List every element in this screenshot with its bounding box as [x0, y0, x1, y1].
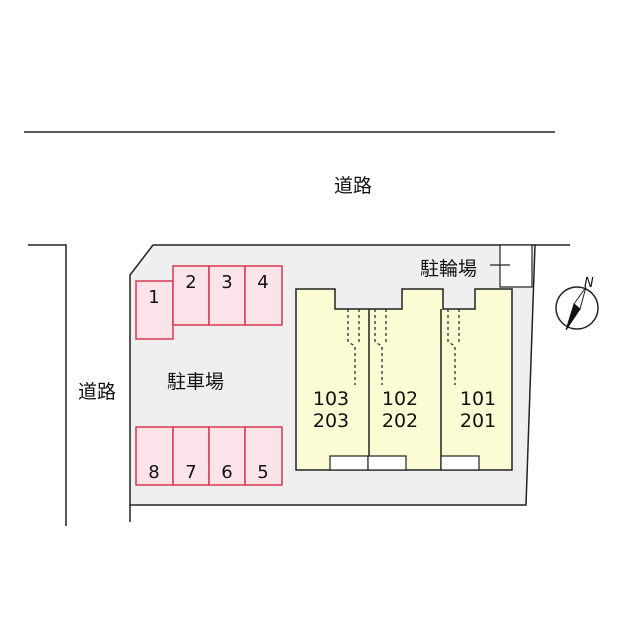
- parking-slot-3: [208, 265, 246, 326]
- north-compass-icon: N: [555, 276, 599, 331]
- parking-slot-2: [172, 265, 210, 326]
- north-label: N: [584, 276, 594, 291]
- road-left-edge: [28, 244, 67, 526]
- slot-number-6: 6: [221, 462, 232, 483]
- slot-number-8: 8: [148, 462, 159, 483]
- unit-101: 101: [460, 388, 496, 410]
- road-left-label: 道路: [78, 381, 116, 403]
- slot-number-2: 2: [185, 272, 196, 293]
- stair-markings: [347, 309, 460, 385]
- parking-slot-5: [244, 426, 283, 486]
- parking-label: 駐車場: [167, 371, 224, 393]
- bicycle-parking-label: 駐輪場: [420, 258, 477, 280]
- parking-slots-bottom: [135, 426, 283, 486]
- unit-201: 201: [460, 410, 496, 432]
- bicycle-parking-area: [499, 244, 533, 288]
- parking-slot-4: [244, 265, 283, 326]
- unit-102: 102: [382, 388, 418, 410]
- parking-slots-top: [135, 265, 283, 340]
- slot-number-7: 7: [185, 462, 196, 483]
- parking-slot-8: [135, 426, 174, 486]
- unit-202: 202: [382, 410, 418, 432]
- slot-number-4: 4: [257, 272, 268, 293]
- slot-number-1: 1: [148, 287, 159, 308]
- entrance-steps: [329, 455, 480, 471]
- slot-number-3: 3: [221, 272, 232, 293]
- unit-203: 203: [313, 410, 349, 432]
- parking-slot-6: [208, 426, 246, 486]
- slot-number-5: 5: [257, 462, 268, 483]
- road-top-label: 道路: [334, 175, 372, 197]
- unit-103: 103: [313, 388, 349, 410]
- parking-slot-7: [172, 426, 210, 486]
- building-footprint: [295, 288, 513, 471]
